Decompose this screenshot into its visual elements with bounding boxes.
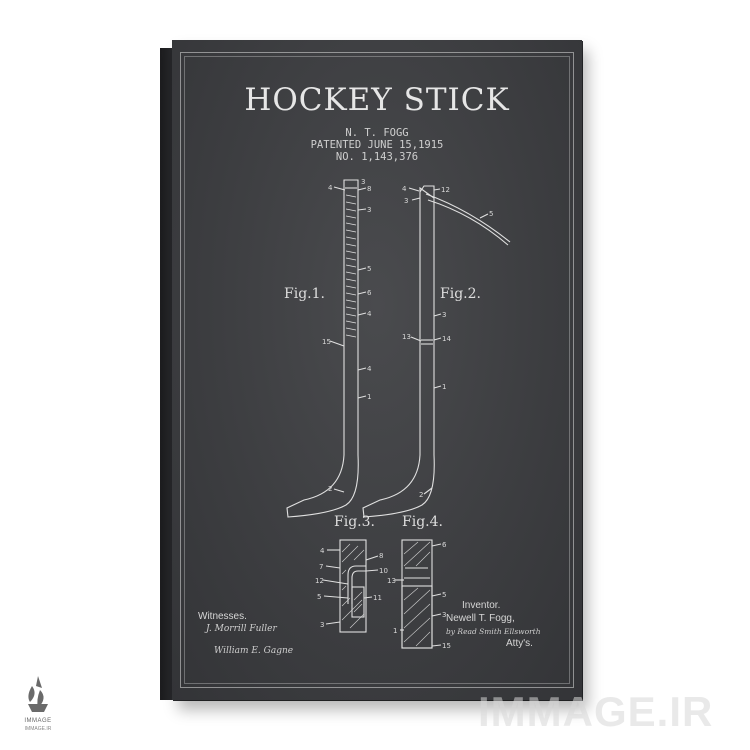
svg-text:12: 12 [315,577,324,585]
patent-date: PATENTED JUNE 15,1915 [310,139,444,151]
svg-text:3: 3 [367,206,371,214]
svg-text:5: 5 [317,593,321,601]
logo-wordmark: IMMAGE [24,718,52,724]
svg-text:2: 2 [328,485,332,493]
fig3-label: Fig.3. [334,514,375,530]
svg-text:1: 1 [367,393,371,401]
attorneys-label: Atty's. [506,638,533,649]
svg-text:1: 1 [442,383,446,391]
fig4-label: Fig.4. [402,514,443,530]
svg-text:13: 13 [387,577,396,585]
poster-title: HOCKEY STICK [244,82,510,118]
svg-text:3: 3 [442,611,446,619]
svg-text:4: 4 [320,547,325,555]
svg-text:4: 4 [367,365,372,373]
svg-text:5: 5 [367,265,371,273]
svg-text:3: 3 [404,197,408,205]
svg-text:3: 3 [320,621,324,629]
canvas-print [172,40,582,700]
fig2-label: Fig.2. [440,286,481,302]
svg-text:13: 13 [402,333,411,341]
fig1-label: Fig.1. [284,286,325,302]
svg-text:12: 12 [441,186,450,194]
witnesses-label: Witnesses. [198,611,247,622]
svg-text:6: 6 [442,541,447,549]
inner-border-line [184,56,570,684]
immage-logo-icon [28,676,48,712]
svg-text:15: 15 [442,642,451,650]
svg-text:11: 11 [373,594,382,602]
svg-text:14: 14 [442,335,451,343]
svg-text:5: 5 [442,591,446,599]
svg-text:3: 3 [442,311,446,319]
svg-text:8: 8 [367,185,371,193]
patent-number: NO. 1,143,376 [335,151,419,163]
inventor-label: Inventor. [462,600,501,611]
svg-text:2: 2 [419,491,423,499]
svg-text:4: 4 [367,310,372,318]
svg-text:8: 8 [379,552,383,560]
svg-text:4: 4 [328,184,333,192]
svg-text:10: 10 [379,567,388,575]
attorney-signature: by Read Smith Ellsworth [446,627,541,636]
watermark-text: IMMAGE.IR [478,688,714,735]
svg-text:3: 3 [361,178,365,186]
svg-text:5: 5 [489,210,493,218]
svg-text:15: 15 [322,338,331,346]
svg-text:6: 6 [367,289,372,297]
inventor-name: Newell T. Fogg, [446,613,515,624]
svg-text:1: 1 [393,627,397,635]
svg-text:4: 4 [402,185,407,193]
outer-border-line [180,52,574,688]
witness-signature-2: William E. Gagne [214,646,294,656]
svg-text:7: 7 [319,563,323,571]
logo-url: IMMAGE.IR [24,726,52,732]
inventor-line: N. T. FOGG [345,127,409,139]
witness-signature-1: J. Morrill Fuller [206,624,277,634]
